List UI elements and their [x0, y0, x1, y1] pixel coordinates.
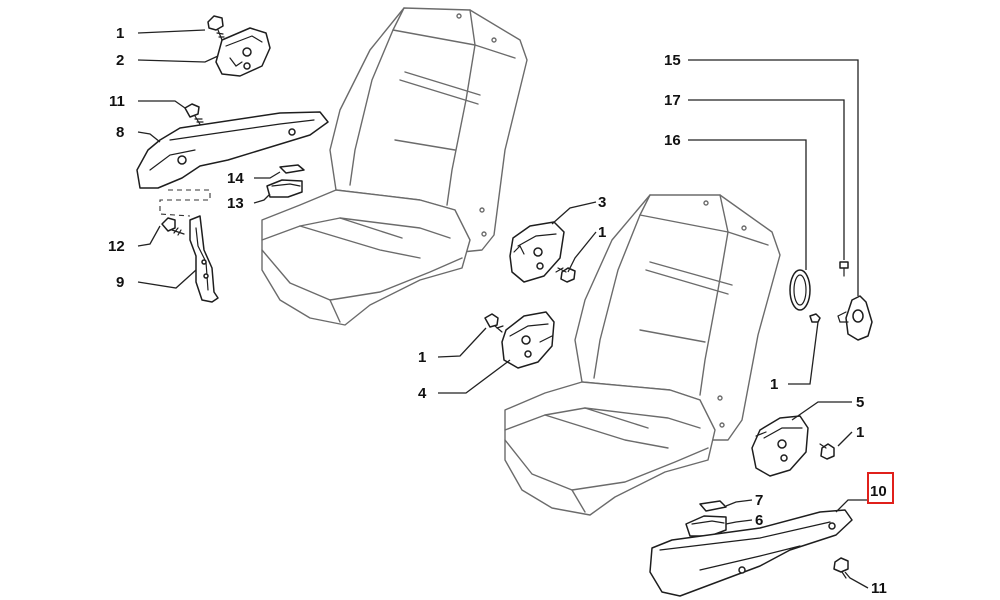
- callout-15: 15: [664, 52, 681, 69]
- callout-7: 7: [755, 492, 763, 509]
- callout-1-center-upper: 1: [598, 224, 606, 241]
- callout-labels: 1 2 11 8 14 13 12 9 3 1 1 4 15 17 16 1 5…: [108, 25, 894, 597]
- callout-4: 4: [418, 385, 427, 402]
- hinge-cover-part-3: [509, 221, 565, 283]
- side-trim-part-8: [136, 111, 329, 189]
- screw-part-1-center-lower: [484, 313, 504, 333]
- side-trim-part-10: [649, 509, 853, 597]
- callout-5: 5: [856, 394, 864, 411]
- callout-10: 10: [870, 483, 887, 500]
- cap-part-16: [789, 269, 811, 311]
- screw-part-1-top: [207, 15, 225, 41]
- pad-part-7: [699, 500, 727, 512]
- callout-3: 3: [598, 194, 606, 211]
- hinge-cover-part-2: [215, 27, 271, 77]
- hinge-cover-part-5: [751, 415, 809, 477]
- callout-1-right-lower: 1: [856, 424, 864, 441]
- screw-part-11-right: [833, 557, 849, 579]
- screw-part-1-right-upper: [809, 313, 821, 323]
- callout-2: 2: [116, 52, 124, 69]
- left-seat: [261, 7, 528, 326]
- callout-6: 6: [755, 512, 763, 529]
- hinge-cover-part-4: [501, 311, 555, 369]
- callout-16: 16: [664, 132, 681, 149]
- pad-part-14: [279, 164, 305, 174]
- screw-part-12: [161, 217, 185, 236]
- callout-1-center-lower: 1: [418, 349, 426, 366]
- callout-1-right-upper: 1: [770, 376, 778, 393]
- callout-17: 17: [664, 92, 681, 109]
- callout-12: 12: [108, 238, 125, 255]
- callout-11-right: 11: [871, 580, 887, 597]
- callout-13: 13: [227, 195, 244, 212]
- callout-10-highlight-box: [867, 472, 894, 504]
- callout-9: 9: [116, 274, 124, 291]
- leader-lines: [137, 29, 869, 589]
- callout-1-top-left: 1: [116, 25, 124, 42]
- knob-part-15: [837, 295, 873, 341]
- screw-part-1-center-upper: [555, 267, 576, 283]
- knob-part-6: [685, 515, 727, 537]
- right-seat: [504, 194, 781, 516]
- screw-part-1-right-lower: [819, 443, 835, 460]
- knob-part-13: [266, 179, 303, 198]
- callout-11-left: 11: [109, 93, 125, 110]
- callout-14: 14: [227, 170, 244, 187]
- bracket-part-9: [189, 215, 219, 303]
- callout-8: 8: [116, 124, 124, 141]
- alignment-dashes-left: [159, 189, 211, 217]
- screw-part-11-left: [184, 103, 204, 127]
- pin-part-17: [839, 261, 849, 277]
